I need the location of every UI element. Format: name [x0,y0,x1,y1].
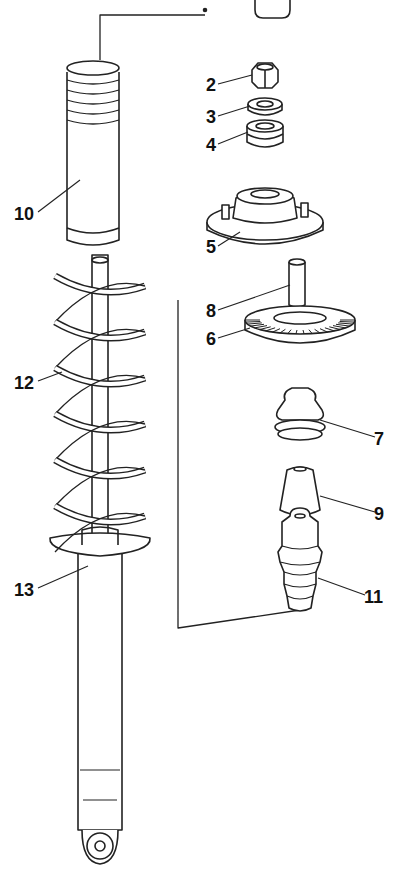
tooth-stroke [280,329,286,333]
callout-number: 4 [206,136,216,154]
callout-number: 10 [14,205,34,223]
tooth-stroke [303,330,304,334]
callout-number: 6 [206,330,216,348]
tooth-stroke [320,329,328,332]
ring-teeth [245,320,355,334]
callout-number: 11 [364,588,383,606]
tooth-stroke [273,329,281,332]
rib-stroke [67,110,119,114]
tooth-stroke [245,320,260,321]
rib-stroke [67,120,119,124]
coil-spring [55,276,145,552]
rib-stroke [67,90,119,94]
callout-number: 3 [206,108,216,126]
tooth-stroke [338,323,352,324]
tooth-stroke [336,324,350,326]
coil-back [55,421,145,460]
tooth-stroke [250,324,264,326]
tooth-stroke [260,327,271,330]
tooth-stroke [315,329,321,333]
tooth-stroke [309,330,312,334]
tooth-stroke [325,328,334,331]
coil-back [55,467,145,506]
callout-number: 7 [374,430,384,448]
coil-back [55,329,145,368]
callout-number: 12 [14,374,34,392]
coil-back [55,513,145,552]
tooth-stroke [340,321,355,323]
tooth-stroke [340,320,355,321]
tooth-stroke [329,327,340,330]
tooth-stroke [246,321,261,323]
callout-number: 13 [14,581,34,599]
rib-stroke [67,100,119,104]
coil-back [55,375,145,414]
boot-ribs [67,80,119,124]
tooth-stroke [296,330,297,334]
tooth-stroke [266,328,275,331]
callout-number: 9 [374,505,384,523]
callout-number: 2 [206,76,216,94]
tooth-stroke [247,323,261,324]
callout-number: 8 [206,302,216,320]
tooth-stroke [255,326,267,328]
tooth-stroke [288,330,291,334]
rib-stroke [67,80,119,84]
coil-back [55,283,145,322]
tooth-stroke [333,326,345,328]
callout-number: 5 [206,238,216,256]
